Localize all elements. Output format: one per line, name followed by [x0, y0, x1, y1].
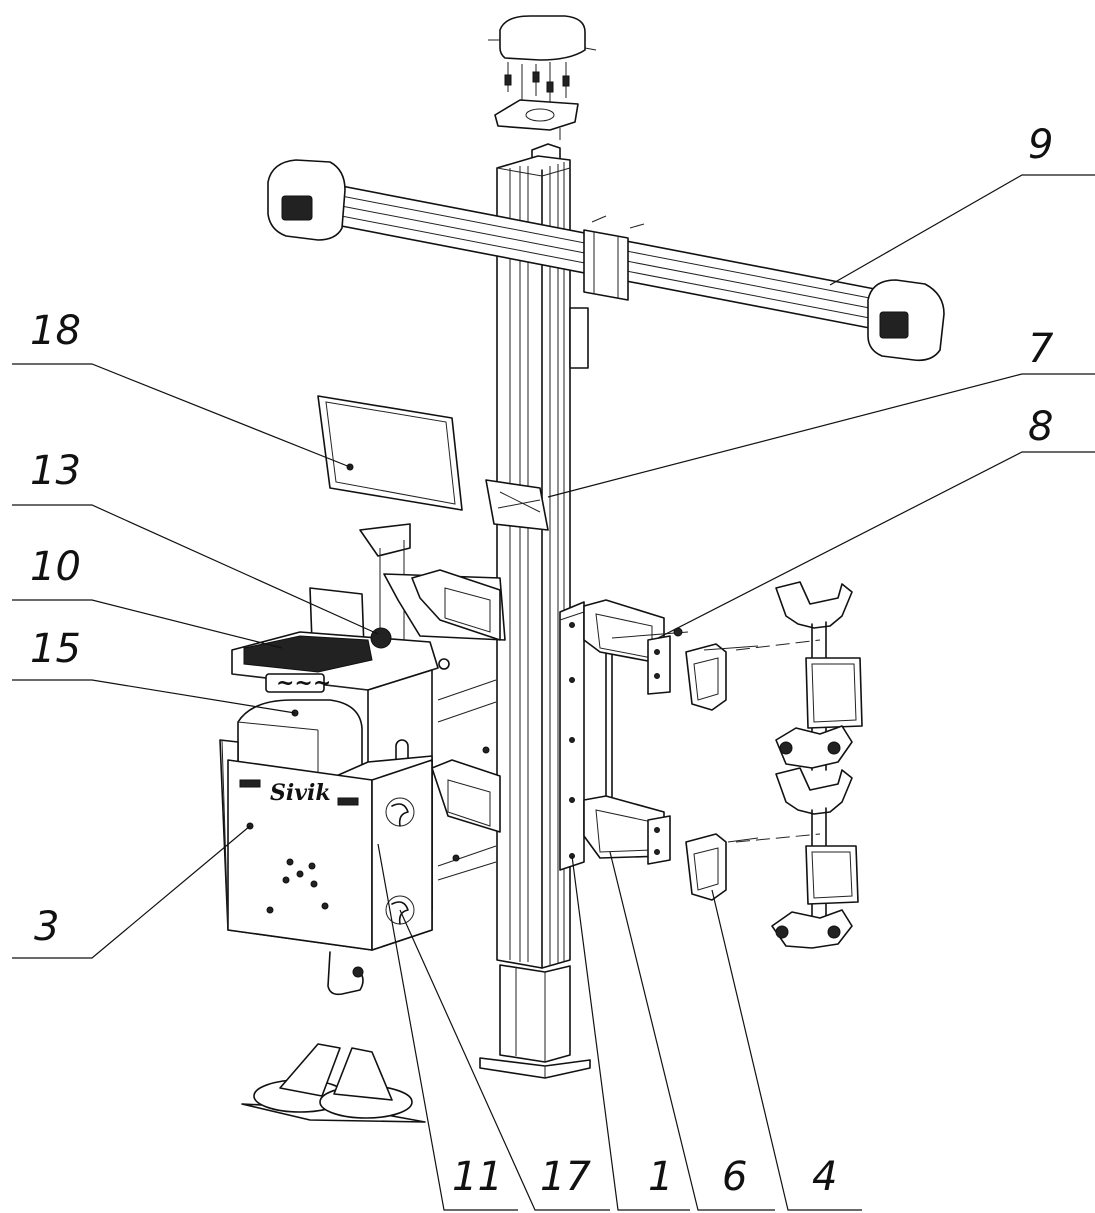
callout-11: 11 [452, 1154, 503, 1200]
callout-3: 3 [34, 904, 59, 950]
callout-17: 17 [540, 1154, 591, 1200]
column-base [479, 964, 591, 1079]
wheel-targets [735, 581, 863, 949]
wheel-chocks [241, 1043, 426, 1123]
callout-labels: 9 7 8 18 13 10 15 3 11 17 1 6 4 [30, 122, 1054, 1200]
callout-15: 15 [30, 626, 81, 672]
callout-7: 7 [1028, 326, 1054, 372]
target-arms [411, 569, 759, 901]
callout-6: 6 [722, 1154, 747, 1200]
callout-18: 18 [30, 308, 81, 354]
main-column [496, 143, 589, 969]
monitor [317, 395, 549, 531]
column-top-cap [488, 15, 597, 140]
callout-8: 8 [1028, 404, 1053, 450]
leader-lines [12, 174, 1095, 1211]
camera-crossbar [267, 159, 945, 362]
cabinet-brand: Sivik [270, 780, 331, 806]
callout-13: 13 [30, 448, 81, 494]
cabinet-body: Sivik [219, 669, 433, 996]
callout-10: 10 [30, 544, 81, 590]
callout-9: 9 [1028, 122, 1053, 168]
callout-1: 1 [648, 1154, 673, 1200]
desk-brand-label: ~~~ [276, 670, 331, 696]
callout-4: 4 [812, 1154, 837, 1200]
